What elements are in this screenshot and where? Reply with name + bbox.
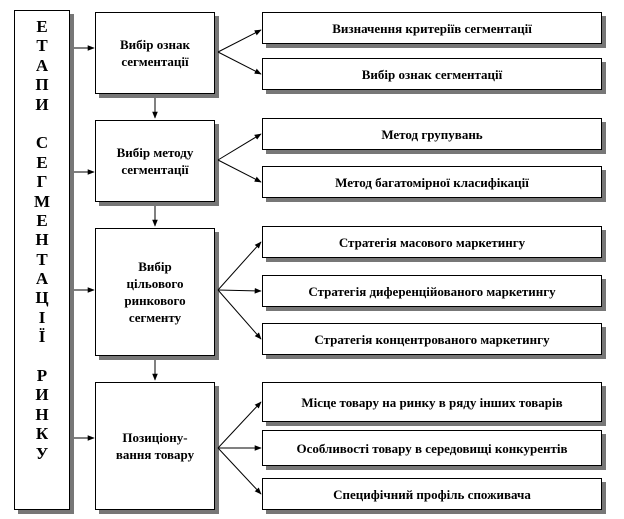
title-letter: Ц <box>35 288 49 308</box>
title-letter: К <box>35 424 49 444</box>
option-label-4-2: Особливості товару в середовищі конкурен… <box>296 440 568 456</box>
option-box-3-1: Стратегія масового маркетингу <box>262 226 602 258</box>
option-box-3-2: Стратегія диференційованого маркетингу <box>262 275 602 307</box>
option-box-2-2: Метод багатомірної класифікації <box>262 166 602 198</box>
title-letter: Т <box>36 36 48 56</box>
arrow-stage-2-to-option-2 <box>217 159 262 183</box>
stage-box-1: Вибір ознак сегментації <box>95 12 215 94</box>
title-letter: Н <box>35 230 49 250</box>
title-letter: І <box>38 307 46 327</box>
title-letter: А <box>35 269 49 289</box>
title-letter: У <box>35 443 49 463</box>
arrow-stage-3-to-option-3 <box>217 289 262 340</box>
arrow-stage-4-to-option-3 <box>217 447 262 495</box>
option-box-1-1: Визначення критеріїв сегментації <box>262 12 602 44</box>
title-letter: Е <box>36 152 48 172</box>
title-letter: А <box>35 55 49 75</box>
arrow-stage-2-to-option-1 <box>217 133 262 161</box>
option-label-1-2: Вибір ознак сегментації <box>361 66 503 82</box>
arrow-stage-3-to-option-2 <box>217 288 262 294</box>
stage-label-4: Позиціону-вання товару <box>115 430 195 462</box>
title-letter: Т <box>36 249 48 269</box>
title-letter: Е <box>36 210 48 230</box>
title-letter: П <box>35 75 49 95</box>
stage-label-1: Вибір ознак сегментації <box>120 37 190 69</box>
title-letter: С <box>35 133 49 153</box>
option-label-1-1: Визначення критеріїв сегментації <box>332 20 532 36</box>
stage-label-3: Вибір цільового ринкового сегменту <box>124 259 186 325</box>
option-label-2-2: Метод багатомірної класифікації <box>335 174 529 190</box>
option-box-4-3: Специфічний профіль споживача <box>262 478 602 510</box>
stage-box-3: Вибір цільового ринкового сегменту <box>95 228 215 356</box>
option-label-2-1: Метод групувань <box>381 126 483 142</box>
option-box-4-1: Місце товару на ринку в ряду інших товар… <box>262 382 602 422</box>
stage-label-2: Вибір методу сегментації <box>116 145 194 177</box>
title-letter: М <box>33 191 51 211</box>
option-box-1-2: Вибір ознак сегментації <box>262 58 602 90</box>
title-letter: Е <box>36 17 48 36</box>
arrow-stage-1-to-option-1 <box>217 29 262 53</box>
title-letter: И <box>35 385 49 405</box>
stage-box-2: Вибір методу сегментації <box>95 120 215 202</box>
title-letter: Ї <box>38 327 46 347</box>
title-letter: Г <box>36 172 48 192</box>
arrow-stage-3-to-option-1 <box>217 241 262 291</box>
option-label-4-3: Специфічний профіль споживача <box>333 486 531 502</box>
option-label-3-2: Стратегія диференційованого маркетингу <box>308 283 556 299</box>
title-letter: И <box>35 94 49 114</box>
title-letter: Н <box>35 404 49 424</box>
option-label-3-1: Стратегія масового маркетингу <box>338 234 526 250</box>
option-box-2-1: Метод групувань <box>262 118 602 150</box>
option-box-3-3: Стратегія концентрованого маркетингу <box>262 323 602 355</box>
option-box-4-2: Особливості товару в середовищі конкурен… <box>262 430 602 466</box>
arrow-stage-4-to-option-1 <box>217 401 262 449</box>
title-letter: Р <box>36 366 48 386</box>
stage-box-4: Позиціону-вання товару <box>95 382 215 510</box>
option-label-3-3: Стратегія концентрованого маркетингу <box>314 331 550 347</box>
option-label-4-1: Місце товару на ринку в ряду інших товар… <box>301 394 563 410</box>
arrow-stage-1-to-option-2 <box>217 51 262 75</box>
